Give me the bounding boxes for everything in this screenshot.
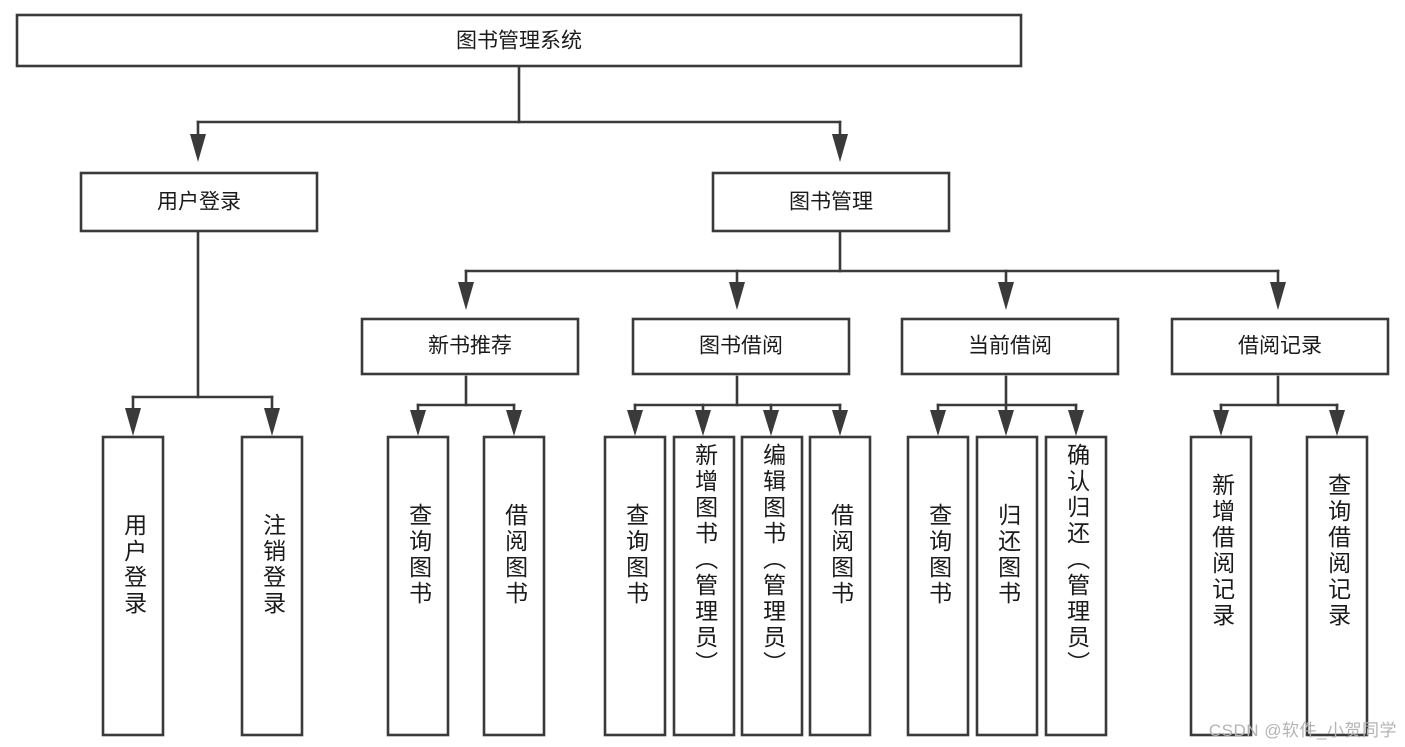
node-book-borrow-label: 图书借阅 bbox=[699, 335, 783, 358]
node-user-login[interactable]: 用户登录 bbox=[79, 171, 319, 233]
node-root[interactable]: 图书管理系统 bbox=[15, 13, 1023, 68]
node-current-borrow[interactable]: 当前借阅 bbox=[900, 317, 1120, 376]
node-new-book-recommend[interactable]: 新书推荐 bbox=[360, 317, 580, 376]
node-user-login-label: 用户登录 bbox=[157, 191, 241, 214]
node-leaf-add-book[interactable] bbox=[672, 435, 736, 737]
csdn-watermark: CSDN @软件_小贺同学 bbox=[1208, 721, 1397, 740]
node-leaf-confirm-return[interactable] bbox=[1044, 435, 1108, 737]
node-leaf-query-book-3[interactable] bbox=[906, 435, 970, 737]
node-borrow-record-label: 借阅记录 bbox=[1238, 335, 1322, 358]
connector-bookmanage-to-level3 bbox=[458, 229, 1286, 310]
connector-userlogin-to-leaves bbox=[125, 229, 280, 436]
connector-newbook-to-leaves bbox=[410, 375, 522, 436]
node-book-manage-label: 图书管理 bbox=[789, 191, 873, 214]
node-root-label: 图书管理系统 bbox=[456, 30, 582, 53]
node-leaf-user-login[interactable] bbox=[101, 435, 165, 737]
connector-root-to-level2 bbox=[190, 64, 848, 162]
node-leaf-query-book-2[interactable] bbox=[603, 435, 667, 737]
node-leaf-edit-book[interactable] bbox=[740, 435, 804, 737]
connector-currentborrow-to-leaves bbox=[930, 375, 1084, 436]
node-leaf-borrow-book-1[interactable] bbox=[482, 435, 546, 737]
connector-bookborrow-to-leaves bbox=[627, 375, 848, 436]
node-leaf-return-book[interactable] bbox=[975, 435, 1039, 737]
node-leaf-logout-login[interactable] bbox=[240, 435, 304, 737]
node-new-book-recommend-label: 新书推荐 bbox=[428, 335, 512, 358]
node-leaf-borrow-book-2[interactable] bbox=[808, 435, 872, 737]
node-book-manage[interactable]: 图书管理 bbox=[711, 171, 951, 233]
node-book-borrow[interactable]: 图书借阅 bbox=[631, 317, 851, 376]
node-leaf-query-book-1[interactable] bbox=[386, 435, 450, 737]
node-current-borrow-label: 当前借阅 bbox=[968, 335, 1052, 358]
node-borrow-record[interactable]: 借阅记录 bbox=[1170, 317, 1390, 376]
node-leaf-add-record[interactable] bbox=[1189, 435, 1253, 737]
node-leaf-query-record[interactable] bbox=[1305, 435, 1369, 737]
connector-borrowrecord-to-leaves bbox=[1213, 375, 1345, 436]
